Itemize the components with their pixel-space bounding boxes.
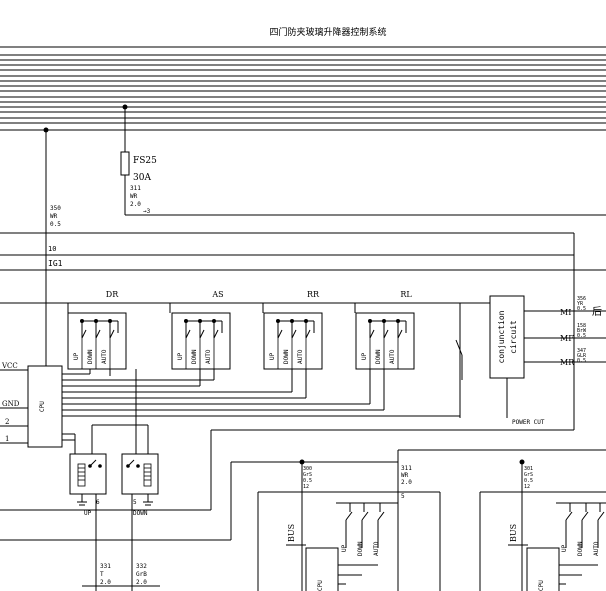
svg-text:WR: WR (130, 193, 138, 200)
svg-text:UP: UP (561, 544, 568, 552)
fuse-name: FS25 (133, 156, 157, 166)
conj-out-mi: MI (560, 308, 571, 317)
conj-out-mr: MR (560, 358, 575, 367)
cpu-label: CPU (39, 401, 46, 412)
svg-text:GrB: GrB (136, 571, 147, 578)
svg-text:300: 300 (303, 466, 312, 472)
svg-text:GLR: GLR (577, 353, 587, 359)
svg-text:GrS: GrS (524, 472, 533, 478)
svg-text:2.0: 2.0 (100, 579, 111, 586)
cpu-label-left: CPU (317, 580, 324, 591)
svg-text:311: 311 (401, 465, 412, 472)
svg-text:UP: UP (73, 352, 80, 360)
fuse-rating: 30A (133, 173, 151, 183)
svg-text:0.5: 0.5 (50, 221, 61, 228)
svg-text:AUTO: AUTO (297, 349, 304, 364)
pin-1: 1 (5, 435, 9, 443)
fuse-branch: FS25 30A 311 WR 2.0 →3 (120, 104, 606, 216)
ig1-label: IG1 (48, 259, 63, 268)
conjunction-circuit: conjunction circuit MI MF MR 356 YR 0.5 … (460, 295, 606, 426)
svg-text:DOWN: DOWN (191, 349, 198, 364)
svg-text:DOWN: DOWN (375, 349, 382, 364)
svg-text:UP: UP (269, 352, 276, 360)
svg-text:DOWN: DOWN (357, 541, 364, 556)
svg-text:后: 后 (592, 306, 602, 318)
svg-text:DOWN: DOWN (283, 349, 290, 364)
relay-up-label: UP (84, 510, 92, 517)
svg-text:0.5: 0.5 (524, 478, 533, 484)
relay-down-label: DOWN (133, 510, 148, 517)
svg-text:347: 347 (577, 348, 586, 354)
svg-text:UP: UP (177, 352, 184, 360)
svg-text:AUTO: AUTO (101, 349, 108, 364)
svg-text:2.0: 2.0 (401, 479, 412, 486)
svg-text:0.5: 0.5 (577, 358, 586, 364)
group-label-dr: DR (106, 290, 119, 299)
cpu-module: CPU VCC GND 2 1 (0, 362, 63, 448)
svg-text:356: 356 (577, 296, 586, 302)
door-module-right: 301 GrS 0.5 12 UP DOWN AUTO BUS CPU (479, 459, 606, 591)
svg-text:AUTO: AUTO (389, 349, 396, 364)
svg-text:WR: WR (50, 213, 58, 220)
power-cut-label: POWER CUT (512, 419, 545, 426)
bus-label-right: BUS (509, 524, 518, 542)
svg-text:0.5: 0.5 (577, 333, 586, 339)
conj-out-mf: MF (560, 334, 574, 343)
svg-text:301: 301 (524, 466, 533, 472)
svg-text:2.0: 2.0 (136, 579, 147, 586)
pin-gnd: GND (2, 400, 20, 408)
svg-text:5: 5 (401, 493, 405, 500)
svg-text:0.5: 0.5 (303, 478, 312, 484)
svg-text:DOWN: DOWN (87, 349, 94, 364)
group-label-as: AS (211, 290, 223, 299)
switch-group-rr: RR UP DOWN AUTO (263, 290, 323, 370)
svg-text:AUTO: AUTO (373, 541, 380, 556)
svg-text:T: T (100, 571, 104, 578)
svg-text:350: 350 (50, 205, 61, 212)
svg-text:AUTO: AUTO (205, 349, 212, 364)
svg-text:AUTO: AUTO (593, 541, 600, 556)
group-label-rl: RL (400, 290, 412, 299)
svg-text:331: 331 (100, 563, 111, 570)
svg-text:158: 158 (577, 323, 586, 329)
switch-to-cpu-wiring (62, 369, 460, 417)
diagram-title: 四门防夹玻璃升降器控制系统 (269, 26, 386, 38)
svg-text:BrW: BrW (577, 328, 587, 334)
pin-vcc: VCC (1, 362, 18, 370)
svg-text:UP: UP (361, 352, 368, 360)
door-module-left: 300 GrS 0.5 12 311 WR 2.0 5 UP DOWN AUTO… (257, 459, 441, 591)
svg-text:GrS: GrS (303, 472, 312, 478)
svg-text:5: 5 (133, 499, 137, 506)
relay-down: 5 DOWN (121, 453, 159, 591)
group-label-rr: RR (307, 290, 320, 299)
pin-arrow: →3 (143, 208, 151, 215)
svg-text:DOWN: DOWN (577, 541, 584, 556)
svg-text:12: 12 (303, 484, 309, 490)
power-bus-bundle (0, 46, 606, 131)
wire-350: 350 WR 0.5 10 IG1 (43, 127, 63, 370)
svg-text:UP: UP (341, 544, 348, 552)
svg-text:YR: YR (577, 301, 584, 307)
svg-text:conjunction: conjunction (497, 310, 506, 363)
switch-group-as: AS UP DOWN AUTO (171, 290, 231, 370)
svg-text:0.5: 0.5 (577, 306, 586, 312)
svg-text:12: 12 (524, 484, 530, 490)
fuse-fs25 (120, 151, 130, 176)
svg-text:332: 332 (136, 563, 147, 570)
bus-label-left: BUS (287, 524, 296, 542)
svg-text:311: 311 (130, 185, 141, 192)
switch-group-dr: DR UP DOWN AUTO (67, 290, 127, 370)
svg-text:6: 6 (96, 499, 100, 506)
switch-group-rl: RL UP DOWN AUTO (355, 290, 415, 370)
svg-text:2.0: 2.0 (130, 201, 141, 208)
pin-2: 2 (5, 418, 9, 426)
relay-up: 6 UP (69, 453, 107, 591)
svg-text:circuit: circuit (509, 320, 518, 354)
cpu-label-right: CPU (538, 580, 545, 591)
svg-text:10: 10 (48, 245, 56, 253)
bottom-wire-labels: 331 T 2.0 332 GrB 2.0 (82, 563, 160, 587)
svg-text:WR: WR (401, 472, 409, 479)
